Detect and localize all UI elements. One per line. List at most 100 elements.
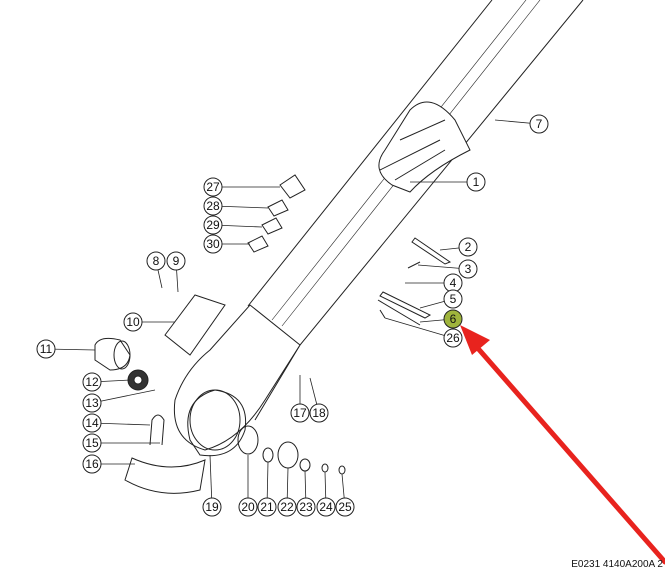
pointer-arrow [460,325,665,565]
callout-23[interactable]: 23 [296,497,316,517]
callout-10[interactable]: 10 [123,312,143,332]
callout-circle [82,413,102,433]
callout-circle [257,497,277,517]
callout-circle [458,259,478,279]
part-30-clip [247,235,269,253]
callout-circle [82,433,102,453]
callout-number: 21 [260,500,274,514]
leader-line-14 [91,422,151,426]
callout-28[interactable]: 28 [203,196,223,216]
callout-number: 30 [206,237,220,251]
callout-number: 23 [299,500,313,514]
callout-7[interactable]: 7 [529,114,549,134]
callout-number: 14 [85,416,99,430]
callout-number: 7 [536,117,543,131]
part-21-bearing [262,447,274,463]
callout-circle [203,196,223,216]
part-11-drum [94,337,131,371]
housing-inner [189,389,241,451]
head-housing [173,304,301,451]
callout-4[interactable]: 4 [443,273,463,293]
callout-14[interactable]: 14 [82,413,102,433]
callout-30[interactable]: 30 [203,234,223,254]
callout-11[interactable]: 11 [36,339,56,359]
part-3-bolt [407,261,421,269]
callout-5[interactable]: 5 [443,289,463,309]
callout-number: 12 [85,375,99,389]
part-10-plate [164,294,226,356]
callout-circle [466,172,486,192]
callout-number: 25 [338,500,352,514]
part-2-paddle [411,237,452,265]
callout-circle [443,309,463,329]
leader-line-26 [384,317,454,339]
callout-number: 16 [85,457,99,471]
callout-number: 22 [280,500,294,514]
callout-number: 4 [450,276,457,290]
callout-18[interactable]: 18 [309,403,329,423]
callout-26[interactable]: 26 [443,328,463,348]
part-22-flange [277,441,299,469]
callout-3[interactable]: 3 [458,259,478,279]
part-28-clip [267,199,289,217]
callout-number: 3 [465,262,472,276]
callout-circle [335,497,355,517]
callout-circle [529,114,549,134]
part-27-clip [279,174,306,199]
callout-number: 19 [205,500,219,514]
tube-right-edge [254,0,584,421]
callout-27[interactable]: 27 [203,177,223,197]
part-29-clip [261,217,283,235]
part-16-guard [124,457,206,494]
callout-circle [203,177,223,197]
callout-number: 20 [241,500,255,514]
callout-2[interactable]: 2 [458,237,478,257]
callout-number: 18 [312,406,326,420]
auger-flight [379,119,446,181]
part-23-washer [299,458,311,472]
leader-lines [45,119,540,508]
callout-15[interactable]: 15 [82,433,102,453]
callout-21[interactable]: 21 [257,497,277,517]
callout-25[interactable]: 25 [335,497,355,517]
callout-22[interactable]: 22 [277,497,297,517]
callout-number: 27 [206,180,220,194]
head-disc [187,389,247,457]
callout-19[interactable]: 19 [202,497,222,517]
callout-circle [123,312,143,332]
callout-24[interactable]: 24 [316,497,336,517]
part-24-nut [321,463,329,473]
callout-number: 5 [450,292,457,306]
callout-16[interactable]: 16 [82,454,102,474]
callout-number: 10 [126,315,140,329]
callout-circle [443,328,463,348]
callout-29[interactable]: 29 [203,215,223,235]
callout-circle [443,289,463,309]
tube-left-edge [247,0,493,307]
callout-circle [316,497,336,517]
callout-12[interactable]: 12 [82,372,102,392]
callout-circle [202,497,222,517]
cutaway-window [378,101,471,193]
callout-number: 9 [173,254,180,268]
callout-number: 26 [446,331,460,345]
callout-9[interactable]: 9 [166,251,186,271]
callout-1[interactable]: 1 [466,172,486,192]
callout-number: 8 [153,254,160,268]
callout-8[interactable]: 8 [146,251,166,271]
callout-circle [458,237,478,257]
callout-number: 11 [40,342,53,356]
callout-circle [290,403,310,423]
callout-number: 6 [450,312,457,326]
callout-circle [203,234,223,254]
callout-20[interactable]: 20 [238,497,258,517]
callout-circle [146,251,166,271]
callout-circle [82,393,102,413]
leader-line-13 [91,389,156,404]
callout-17[interactable]: 17 [290,403,310,423]
callout-13[interactable]: 13 [82,393,102,413]
callout-number: 28 [206,199,220,213]
part-5-paddle [379,291,432,319]
callout-6[interactable]: 6 [443,309,463,329]
